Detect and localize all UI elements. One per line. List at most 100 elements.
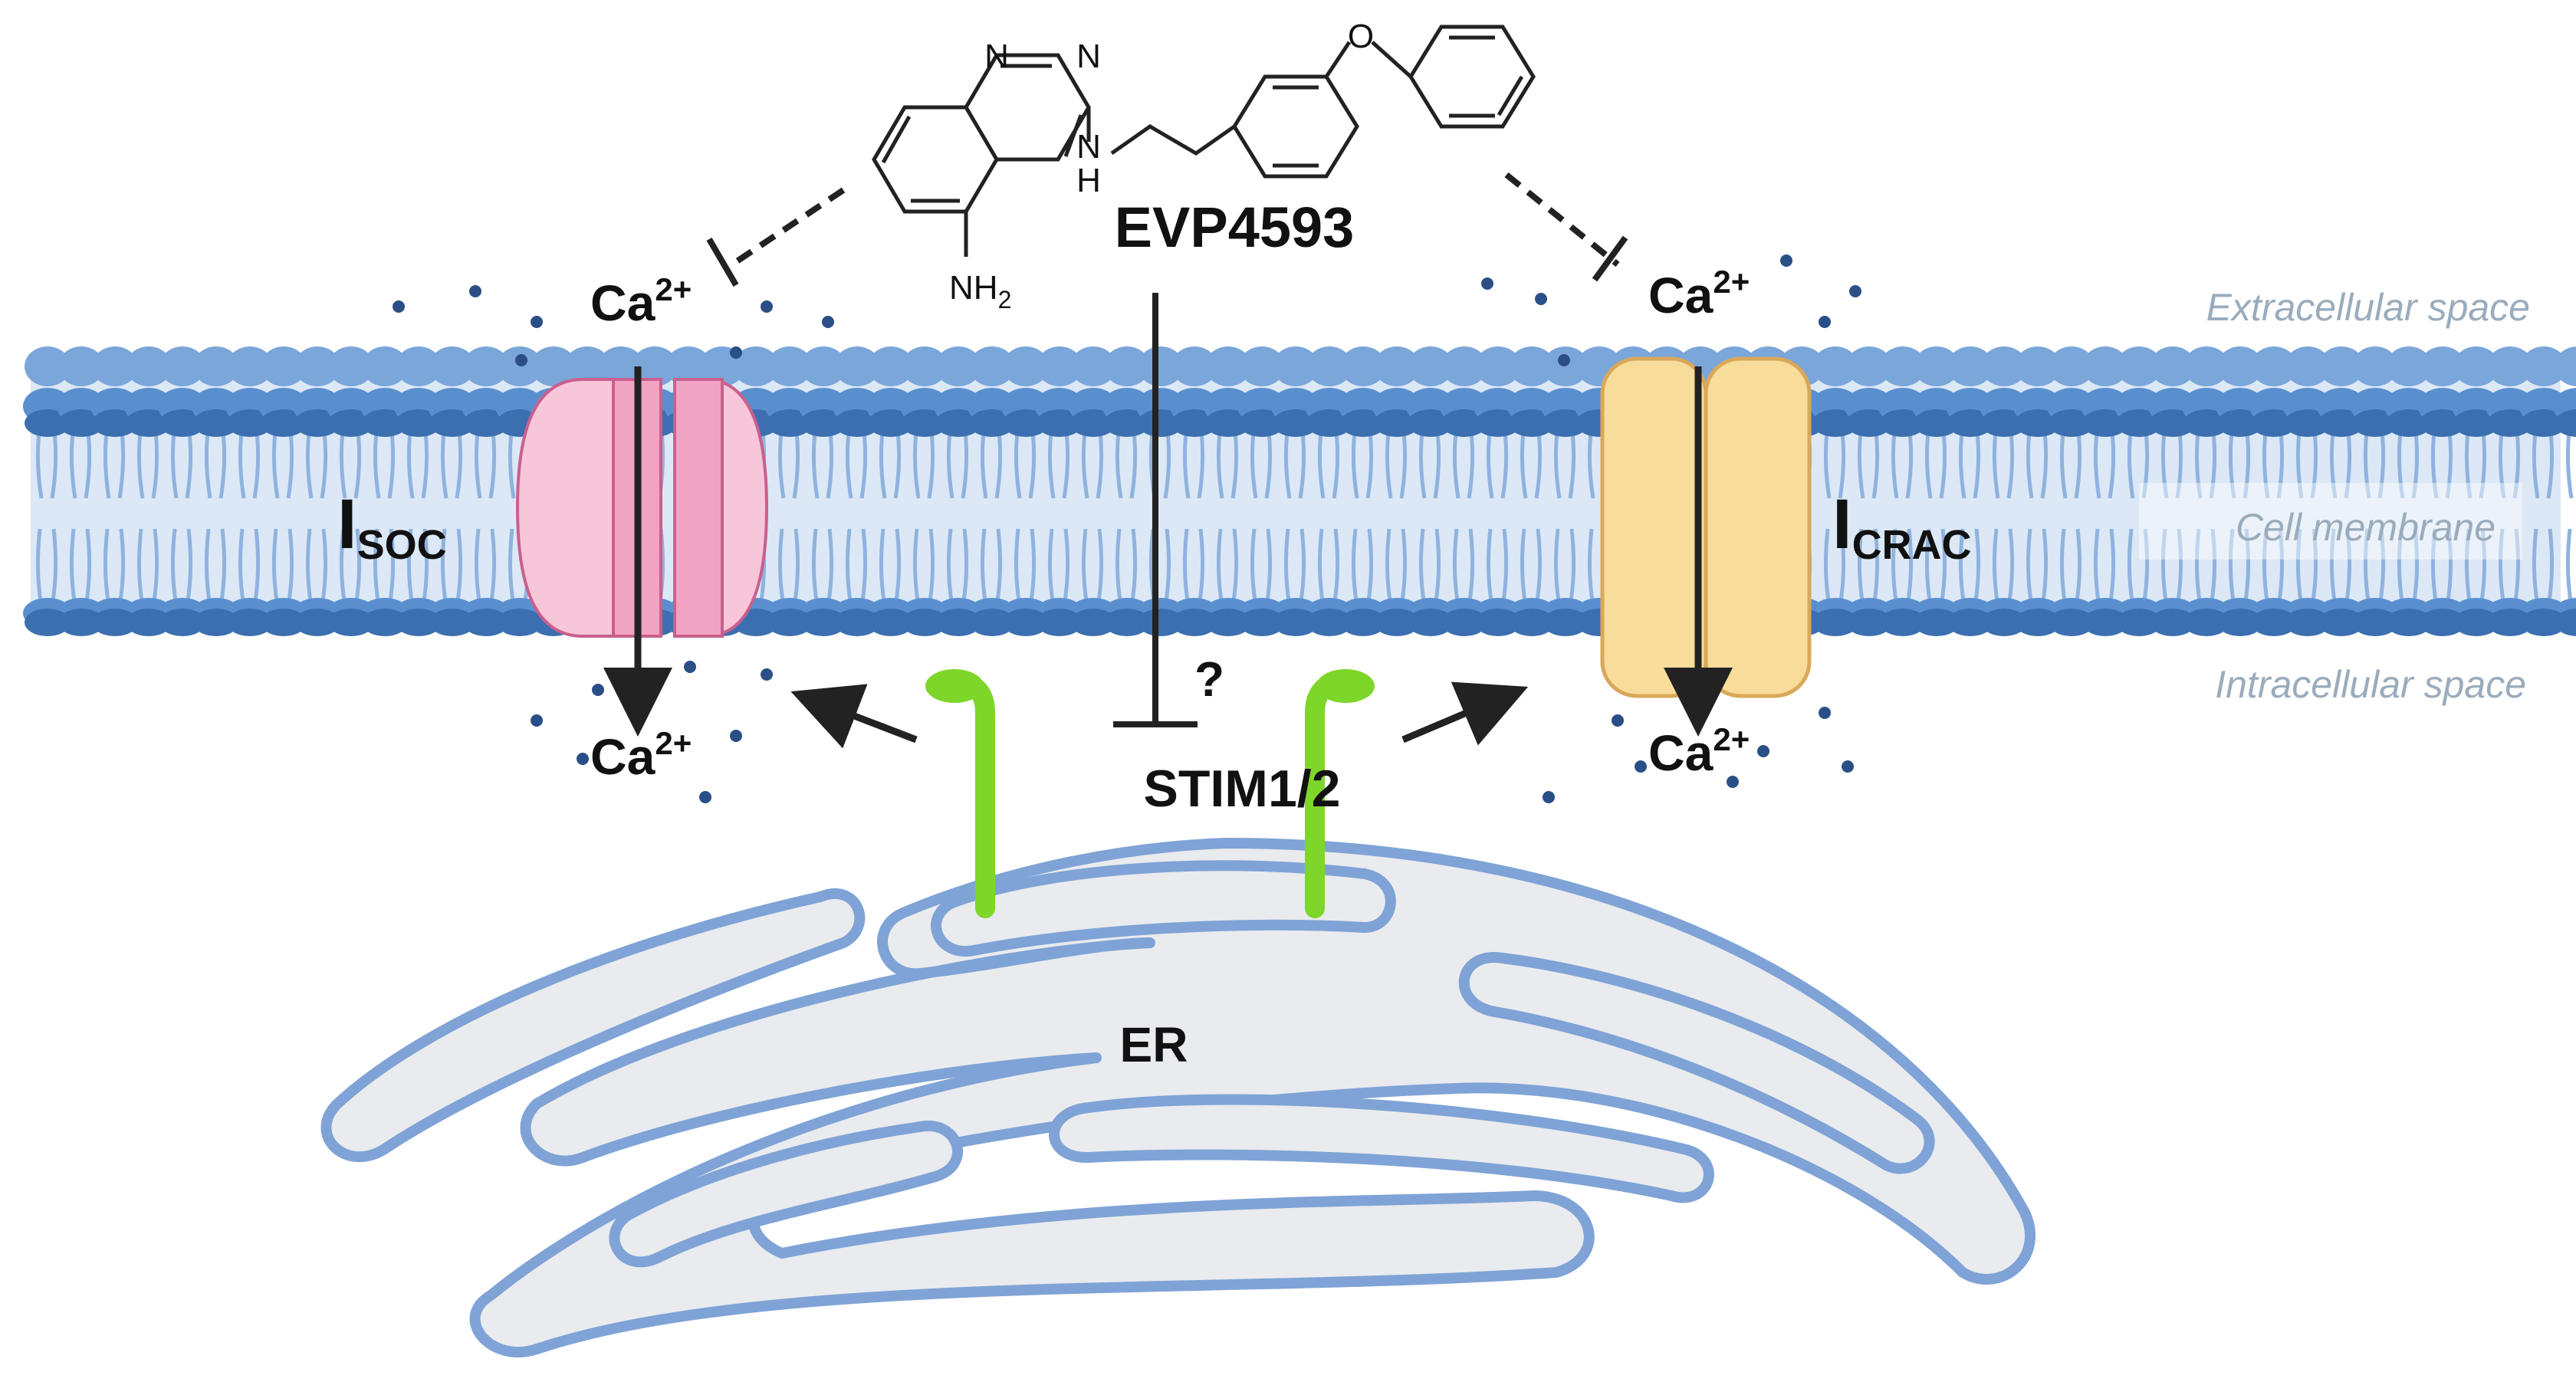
er-cisterna-right-top: [1458, 952, 1935, 1174]
atom-nh2: NH2: [949, 269, 1011, 313]
lipid-head: [2521, 609, 2567, 636]
lipid-tail: [1891, 528, 1899, 606]
lipid-head: [25, 409, 71, 437]
lipid-head: [2183, 409, 2229, 437]
lipid-head: [2352, 346, 2398, 386]
lipid-head: [25, 609, 71, 636]
lipid-head: [969, 609, 1015, 636]
lipid-head: [1138, 609, 1184, 636]
lipid-head: [58, 609, 104, 636]
lipid-head: [2352, 409, 2398, 437]
lipid-head: [1509, 346, 1555, 386]
lipid-tail: [2074, 528, 2082, 606]
lipid-head: [935, 409, 981, 437]
lipid-head: [2015, 409, 2061, 437]
lipid-head: [159, 609, 205, 636]
lipid-head: [1880, 409, 1926, 437]
lipid-head: [1138, 346, 1184, 386]
lipid-tail: [1823, 528, 1832, 606]
lipid-tail: [320, 528, 328, 606]
calcium-ion-dot: [1819, 316, 1831, 328]
lipid-tail: [1062, 528, 1070, 606]
lipid-tail: [994, 528, 1003, 606]
lipid-tail: [1399, 528, 1408, 606]
lipid-tail: [777, 528, 786, 606]
lipid-head: [429, 609, 475, 636]
lipid-tail: [387, 528, 396, 606]
stim-to-soc-arrow: [790, 684, 918, 749]
lipid-head: [2453, 346, 2499, 386]
lipid-tail: [286, 528, 294, 606]
lipid-head: [1812, 409, 1858, 437]
ca-label-soc-outside: Ca2+: [590, 271, 692, 331]
lipid-head: [902, 346, 948, 386]
lipid-tail: [1317, 528, 1326, 606]
er-cisterna-inner: [1049, 1094, 1714, 1203]
lipid-tail: [2479, 528, 2487, 606]
ca-base: Ca: [1648, 267, 1714, 323]
lipid-tail: [893, 528, 902, 606]
lipid-head: [1273, 409, 1319, 437]
lipid-tail: [305, 528, 314, 606]
lipid-tail: [826, 528, 834, 606]
lipid-head: [1981, 409, 2027, 437]
lipid-tail: [353, 528, 362, 606]
lipid-tail: [2344, 528, 2352, 606]
lipid-head: [396, 346, 442, 386]
region-label-extracellular: Extracellular space: [2206, 286, 2530, 329]
lipid-head: [463, 409, 509, 437]
lipid-head: [1037, 409, 1083, 437]
current-soc-label: ISOC: [337, 485, 447, 568]
lipid-head: [2049, 409, 2095, 437]
lipid-head: [1070, 609, 1116, 636]
lipid-head: [969, 346, 1015, 386]
lipid-tail: [1014, 528, 1022, 606]
lipid-tail: [2411, 528, 2420, 606]
ca-label-crac-outside: Ca2+: [1648, 264, 1750, 323]
lipid-tail: [1197, 528, 1205, 606]
lipid-tail: [2310, 528, 2318, 606]
ca-charge: 2+: [1713, 721, 1750, 757]
lipid-tail: [1486, 528, 1494, 606]
lipid-tail: [2546, 528, 2555, 606]
lipid-head: [1441, 609, 1487, 636]
calcium-ion-dot: [1635, 760, 1647, 773]
calcium-ion-dot: [1819, 707, 1831, 719]
lipid-head: [1543, 346, 1589, 386]
lipid-head: [1812, 346, 1858, 386]
lipid-head: [2183, 609, 2229, 636]
ca-charge: 2+: [655, 725, 692, 761]
lipid-head: [1408, 409, 1454, 437]
lipid-head: [1475, 409, 1521, 437]
lipid-head: [868, 409, 914, 437]
current-crac-main: I: [1832, 485, 1852, 563]
lipid-tail: [1129, 528, 1138, 606]
lipid-head: [1239, 409, 1285, 437]
lipid-head: [1104, 346, 1150, 386]
lipid-tail: [488, 528, 497, 606]
calcium-ion-dot: [1780, 254, 1792, 267]
lipid-tail: [1047, 528, 1056, 606]
lipid-head: [2015, 346, 2061, 386]
lipid-head: [126, 409, 172, 437]
calcium-ion-dot: [592, 684, 604, 696]
lipid-head: [25, 346, 71, 386]
lipid-head: [2049, 346, 2095, 386]
calcium-ion-dot: [393, 300, 405, 313]
region-label-membrane: Cell membrane: [2236, 506, 2496, 549]
lipid-head: [2150, 409, 2196, 437]
lipid-tail: [1298, 528, 1306, 606]
lipid-head: [2386, 409, 2432, 437]
quinazoline-benzene-ring: [872, 105, 999, 214]
lipid-tail: [238, 528, 246, 606]
lipid-head: [328, 609, 374, 636]
lipid-head: [834, 346, 880, 386]
lipid-head: [497, 346, 543, 386]
lipid-head: [1171, 346, 1217, 386]
lipid-head: [2521, 409, 2567, 437]
lipid-head: [1408, 609, 1454, 636]
crac-channel-subunit-right: [1704, 356, 1812, 698]
lipid-head: [868, 609, 914, 636]
stim-protein-right: [1305, 669, 1375, 918]
lipid-tail: [1587, 528, 1595, 606]
